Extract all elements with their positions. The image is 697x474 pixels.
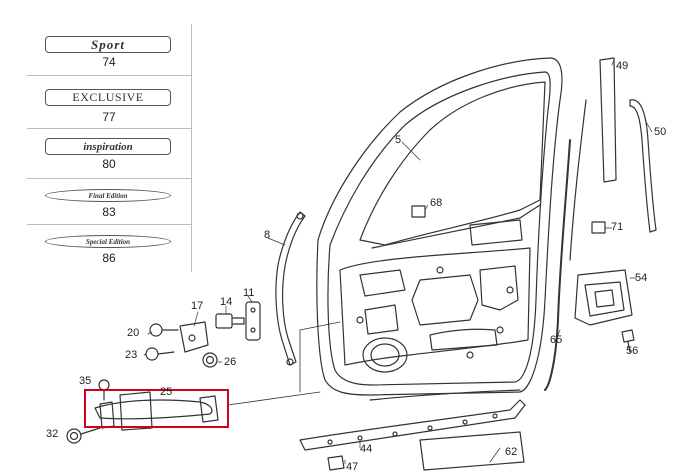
speaker-hole bbox=[362, 337, 408, 373]
part-68-square bbox=[411, 205, 426, 218]
part-17-bracket bbox=[179, 321, 209, 353]
part-47-clip bbox=[327, 455, 345, 471]
callout-26[interactable]: 26 bbox=[224, 356, 237, 368]
callout-44[interactable]: 44 bbox=[360, 443, 373, 455]
badge-cell-sport: Sport 74 bbox=[27, 24, 191, 76]
door-frame-outer bbox=[316, 57, 563, 396]
callout-49[interactable]: 49 bbox=[616, 60, 629, 72]
callout-68[interactable]: 68 bbox=[430, 197, 443, 209]
callout-32[interactable]: 32 bbox=[46, 428, 59, 440]
part-14-bolt bbox=[215, 313, 233, 329]
callout-65[interactable]: 65 bbox=[550, 334, 563, 346]
badge-column: Sport 74 EXCLUSIVE 77 inspiration 80 Fin… bbox=[27, 24, 192, 272]
callout-62[interactable]: 62 bbox=[505, 446, 518, 458]
part-26-nut bbox=[202, 352, 218, 368]
callout-17[interactable]: 17 bbox=[191, 300, 204, 312]
badge-number-77: 77 bbox=[102, 110, 116, 124]
badge-cell-exclusive: EXCLUSIVE 77 bbox=[27, 75, 191, 129]
callout-20[interactable]: 20 bbox=[127, 327, 140, 339]
callout-35[interactable]: 35 bbox=[79, 375, 92, 387]
callout-5[interactable]: 5 bbox=[395, 134, 402, 146]
part-56-pin bbox=[621, 329, 635, 343]
part-54-lock bbox=[574, 269, 633, 326]
part-50-strip bbox=[629, 99, 657, 233]
badge-number-74: 74 bbox=[102, 55, 116, 69]
callout-47[interactable]: 47 bbox=[346, 461, 359, 473]
badge-number-83: 83 bbox=[102, 205, 116, 219]
callout-54[interactable]: 54 bbox=[635, 272, 648, 284]
badge-number-80: 80 bbox=[102, 157, 116, 171]
badge-exclusive[interactable]: EXCLUSIVE bbox=[45, 89, 171, 106]
highlight-box bbox=[84, 389, 229, 428]
window-sill bbox=[371, 204, 541, 249]
part-8-strap bbox=[275, 211, 306, 366]
inner-panel bbox=[339, 247, 531, 366]
badge-number-86: 86 bbox=[102, 251, 116, 265]
badge-inspiration[interactable]: inspiration bbox=[45, 138, 171, 155]
window-opening bbox=[359, 81, 546, 246]
callout-11[interactable]: 11 bbox=[243, 287, 255, 299]
badge-final-edition[interactable]: Final Edition bbox=[45, 189, 171, 202]
part-44-trim bbox=[299, 399, 526, 451]
part-32-nut bbox=[66, 428, 82, 444]
callout-50[interactable]: 50 bbox=[654, 126, 667, 138]
callout-8[interactable]: 8 bbox=[264, 229, 271, 241]
part-35-bolt bbox=[98, 379, 110, 391]
part-11-plate bbox=[245, 301, 261, 341]
badge-sport[interactable]: Sport bbox=[45, 36, 171, 53]
callout-14[interactable]: 14 bbox=[220, 296, 233, 308]
part-25-check-arm bbox=[94, 399, 213, 420]
badge-cell-inspiration: inspiration 80 bbox=[27, 128, 191, 179]
callout-25[interactable]: 25 bbox=[160, 386, 173, 398]
callout-71[interactable]: 71 bbox=[611, 221, 624, 233]
part-20-bolt bbox=[149, 323, 163, 337]
badge-cell-special-edition: Special Edition 86 bbox=[27, 224, 191, 272]
callout-23[interactable]: 23 bbox=[125, 349, 138, 361]
badge-cell-final-edition: Final Edition 83 bbox=[27, 178, 191, 225]
badge-special-edition[interactable]: Special Edition bbox=[45, 235, 171, 248]
door-frame-inner bbox=[327, 71, 551, 386]
part-71-square bbox=[591, 221, 606, 234]
part-65-seal bbox=[544, 139, 571, 391]
part-23-bolt bbox=[145, 347, 159, 361]
callout-56[interactable]: 56 bbox=[626, 345, 639, 357]
part-62-panel bbox=[419, 431, 525, 471]
part-49-strip bbox=[599, 57, 617, 183]
